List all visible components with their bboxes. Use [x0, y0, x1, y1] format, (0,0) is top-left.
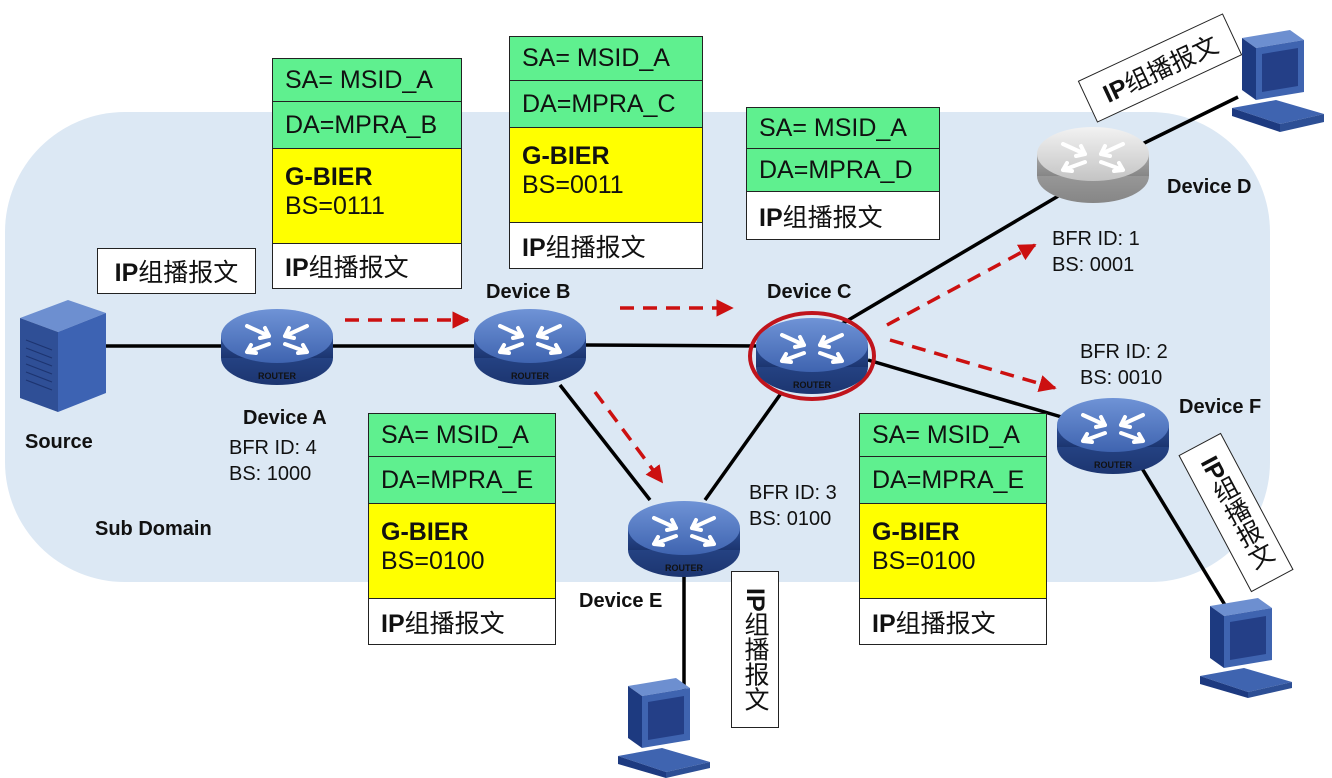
- router-arrows-icon: [1061, 142, 1125, 173]
- sub-domain-label: Sub Domain: [95, 518, 212, 540]
- link-c-e: [703, 390, 784, 502]
- ip-multicast-packet-source: IP组播报文: [97, 248, 256, 294]
- packet-da-field: DA=MPRA_B: [272, 102, 462, 149]
- router-device-d[interactable]: [1037, 127, 1149, 203]
- packet-da-field: DA=MPRA_E: [368, 457, 556, 504]
- svg-text:ROUTER: ROUTER: [1094, 460, 1133, 470]
- link-d-pc: [1129, 95, 1239, 152]
- packet-gbier-header: G-BIER BS=0111: [272, 149, 462, 244]
- svg-text:ROUTER: ROUTER: [665, 563, 704, 573]
- packet-payload: IP组播报文: [746, 192, 940, 240]
- receiver-pc-icon-d: [1232, 30, 1324, 132]
- packet-payload: IP组播报文: [859, 599, 1047, 645]
- packet-sa-field: SA= MSID_A: [272, 58, 462, 102]
- gbier-bitstring: BS=0100: [872, 547, 976, 575]
- device-d-bfr-id: BFR ID: 1: [1052, 228, 1140, 250]
- packet-a-to-b: SA= MSID_A DA=MPRA_B G-BIER BS=0111 IP组播…: [272, 58, 462, 289]
- packet-b-to-c: SA= MSID_A DA=MPRA_C G-BIER BS=0011 IP组播…: [509, 36, 703, 269]
- gbier-label: G-BIER: [381, 518, 469, 546]
- link-c-f: [867, 358, 1066, 420]
- packet-payload: IP组播报文: [509, 223, 703, 269]
- router-device-c[interactable]: ROUTER: [748, 311, 876, 401]
- router-device-f[interactable]: ROUTER: [1057, 398, 1169, 474]
- packet-sa-field: SA= MSID_A: [509, 36, 703, 81]
- packet-da-field: DA=MPRA_D: [746, 149, 940, 192]
- device-e-name: Device E: [579, 590, 662, 612]
- gbier-bitstring: BS=0011: [522, 171, 624, 199]
- device-a-bs: BS: 1000: [229, 463, 311, 485]
- packet-gbier-header: G-BIER BS=0100: [368, 504, 556, 599]
- link-b-c: [584, 343, 761, 348]
- device-e-bs: BS: 0100: [749, 508, 831, 530]
- gbier-label: G-BIER: [522, 142, 610, 170]
- packet-gbier-header: G-BIER BS=0011: [509, 128, 703, 223]
- router-device-a[interactable]: ROUTER: [221, 309, 333, 385]
- link-c-d: [839, 193, 1061, 327]
- links: [100, 95, 1239, 690]
- packet-da-field: DA=MPRA_E: [859, 457, 1047, 504]
- device-c-name: Device C: [767, 281, 852, 303]
- gbier-label: G-BIER: [872, 518, 960, 546]
- device-f-name: Device F: [1179, 396, 1261, 418]
- router-arrows-icon: [780, 333, 844, 364]
- device-f-bs: BS: 0010: [1080, 367, 1162, 389]
- router-arrows-icon: [498, 324, 562, 355]
- packet-b-to-e: SA= MSID_A DA=MPRA_E G-BIER BS=0100 IP组播…: [368, 413, 556, 645]
- device-a-name: Device A: [243, 407, 327, 429]
- gbier-bitstring: BS=0100: [381, 547, 485, 575]
- router-arrows-icon: [1081, 413, 1145, 444]
- arrow-c-f: [889, 338, 1057, 393]
- gbier-label: G-BIER: [285, 163, 373, 191]
- ip-multicast-packet-device-e: IP组播报文: [731, 571, 779, 728]
- device-a-bfr-id: BFR ID: 4: [229, 437, 317, 459]
- router-device-e[interactable]: ROUTER: [628, 501, 740, 577]
- router-arrows-icon: [245, 324, 309, 355]
- device-f-bfr-id: BFR ID: 2: [1080, 341, 1168, 363]
- source-label: Source: [25, 431, 93, 453]
- packet-payload: IP组播报文: [272, 244, 462, 289]
- device-labels: Source Device A BFR ID: 4 BS: 1000 Devic…: [25, 176, 1261, 612]
- packet-c-to-d: SA= MSID_A DA=MPRA_D IP组播报文: [746, 107, 940, 240]
- arrow-b-e: [593, 390, 664, 484]
- highlight-ring: [748, 311, 876, 401]
- device-d-name: Device D: [1167, 176, 1252, 198]
- packet-c-to-f: SA= MSID_A DA=MPRA_E G-BIER BS=0100 IP组播…: [859, 413, 1047, 645]
- packet-sa-field: SA= MSID_A: [368, 413, 556, 457]
- svg-text:ROUTER: ROUTER: [793, 380, 832, 390]
- packet-sa-field: SA= MSID_A: [746, 107, 940, 149]
- arrow-c-d: [886, 243, 1037, 327]
- packet-da-field: DA=MPRA_C: [509, 81, 703, 128]
- gbier-bitstring: BS=0111: [285, 192, 385, 220]
- svg-text:ROUTER: ROUTER: [511, 371, 550, 381]
- link-b-e: [558, 383, 652, 502]
- source-server-icon: [20, 300, 106, 412]
- receiver-pc-icon-e: [618, 678, 710, 778]
- device-b-name: Device B: [486, 281, 571, 303]
- link-f-pc: [1138, 464, 1230, 611]
- router-device-b[interactable]: ROUTER: [474, 309, 586, 385]
- svg-text:ROUTER: ROUTER: [258, 371, 297, 381]
- packet-sa-field: SA= MSID_A: [859, 413, 1047, 457]
- router-arrows-icon: [652, 516, 716, 547]
- device-d-bs: BS: 0001: [1052, 254, 1134, 276]
- packet-gbier-header: G-BIER BS=0100: [859, 504, 1047, 599]
- device-e-bfr-id: BFR ID: 3: [749, 482, 837, 504]
- forwarding-arrows: [345, 243, 1057, 484]
- packet-payload: IP组播报文: [368, 599, 556, 645]
- receiver-pc-icon-f: [1200, 598, 1292, 698]
